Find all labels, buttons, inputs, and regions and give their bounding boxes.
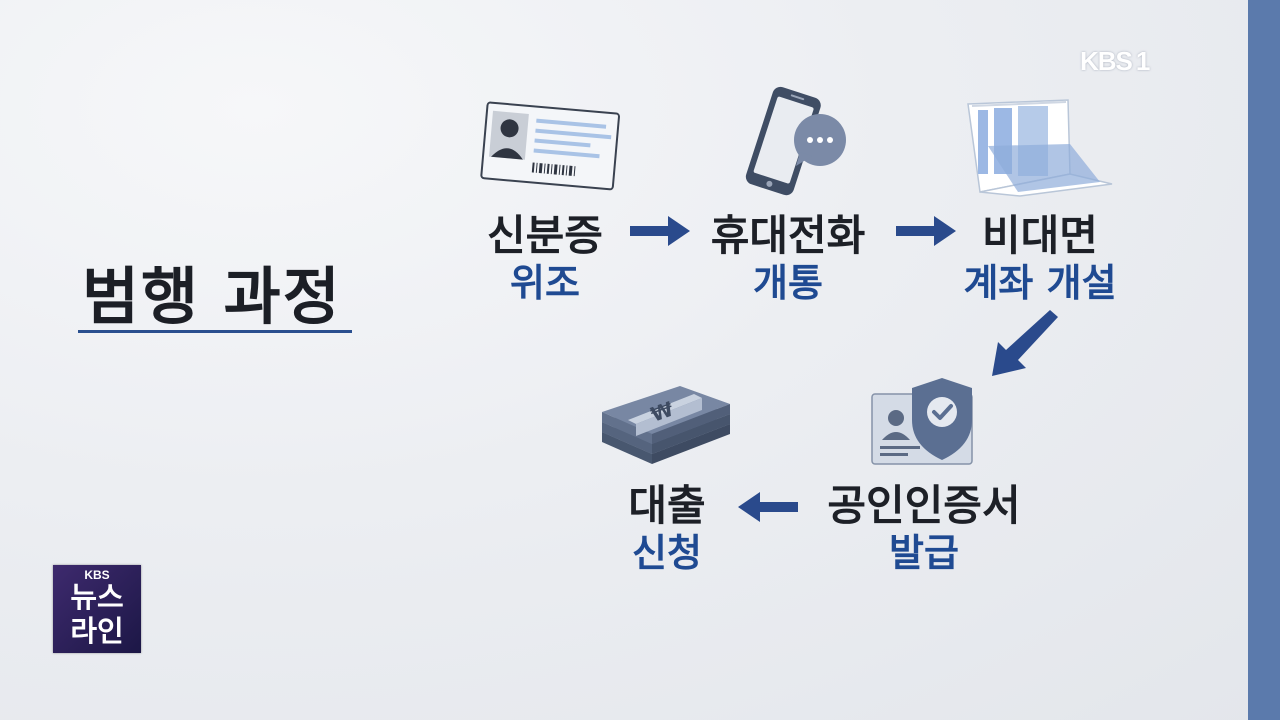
step-account-opening: 비대면 계좌 개설 — [940, 212, 1140, 306]
arrow-right-icon — [630, 216, 690, 246]
page-title: 범행 과정 — [82, 260, 342, 333]
kbs-logo-channel: 1 — [1135, 46, 1151, 76]
certificate-shield-icon — [871, 378, 973, 465]
id-card-icon — [480, 101, 620, 191]
kbs-logo-text: KBS — [1080, 46, 1133, 76]
step-id-forgery: 신분증 위조 — [470, 212, 620, 306]
bankbook-icon — [967, 99, 1113, 197]
program-logo-line1: 뉴스 — [70, 580, 124, 614]
arrow-right-icon — [896, 216, 956, 246]
program-logo-line2: 라인 — [70, 614, 124, 648]
step-5-line2: 신청 — [632, 531, 702, 575]
step-2-line1: 휴대전화 — [710, 211, 866, 260]
arrow-down-left-icon — [992, 310, 1058, 376]
arrow-left-icon — [738, 492, 798, 522]
smartphone-message-icon — [745, 86, 846, 196]
program-logo-brand: KBS — [84, 568, 110, 582]
right-side-band — [1248, 0, 1280, 720]
step-4-line2: 발급 — [889, 531, 959, 575]
step-certificate-issuance: 공인인증서 발급 — [818, 482, 1030, 576]
step-3-line2: 계좌 개설 — [963, 261, 1117, 305]
step-1-line2: 위조 — [510, 261, 580, 305]
step-1-line1: 신분증 — [487, 211, 603, 260]
step-phone-activation: 휴대전화 개통 — [700, 212, 876, 306]
step-loan-application: 대출 신청 — [600, 482, 734, 576]
step-4-line1: 공인인증서 — [827, 481, 1021, 530]
step-5-line1: 대출 — [628, 481, 706, 530]
title-underline — [78, 330, 352, 333]
newsline-program-logo: KBS 뉴스 라인 — [53, 565, 141, 653]
step-3-line1: 비대면 — [982, 211, 1098, 260]
step-2-line2: 개통 — [753, 261, 823, 305]
money-bundle-icon: ₩ — [602, 386, 730, 464]
